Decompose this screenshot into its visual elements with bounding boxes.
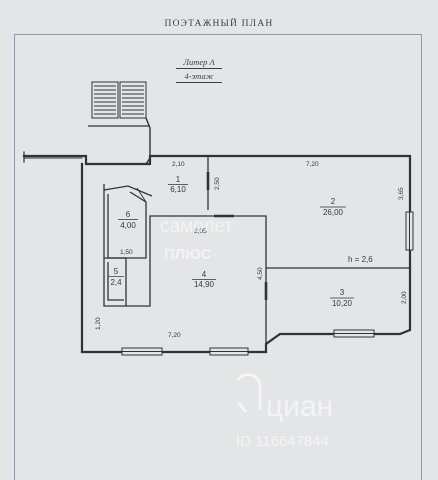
cian-listing-id: ID 116647844 [236, 433, 329, 450]
dim-room4-right: 4,50 [257, 267, 264, 280]
room-6-area: 4,00 [120, 221, 136, 230]
room-4-area: 14,90 [194, 280, 215, 289]
dim-bottom: 7,20 [168, 332, 181, 339]
dimension-labels: 2,10 7,20 3,05 1,50 7,20 2,50 3,65 4,50 … [95, 161, 408, 339]
room-1-number: 1 [176, 175, 181, 184]
room-labels: 1 6,10 2 26,00 3 10,20 4 14,90 5 2,4 6 4… [108, 175, 354, 308]
cian-watermark: циан ID 116647844 [236, 373, 333, 450]
dim-room3-right: 2,00 [401, 291, 408, 304]
samolet-brand-sub: ПЛЮС [164, 246, 212, 263]
drawing-frame [14, 34, 422, 480]
windows [121, 211, 414, 356]
dim-corridor-right: 2,50 [214, 177, 221, 190]
room-5-number: 5 [114, 267, 119, 276]
liter-label: Литер А [183, 57, 215, 67]
room-2-area: 26,00 [323, 208, 344, 217]
exterior-walls [22, 151, 412, 354]
room-3-area: 10,20 [332, 299, 353, 308]
interior-walls [103, 156, 410, 352]
cian-brand: циан [266, 390, 333, 423]
samolet-brand: самолет [160, 216, 233, 237]
room-4-number: 4 [202, 270, 207, 279]
dim-left-bottom: 1,20 [95, 317, 102, 330]
cian-logo-icon [236, 373, 262, 413]
room-6-number: 6 [126, 210, 131, 219]
room-2-number: 2 [331, 197, 336, 206]
dim-inner-top: 3,05 [194, 228, 207, 235]
dim-corridor-top: 2,10 [172, 161, 185, 168]
room-1-area: 6,10 [170, 185, 186, 194]
dim-room2-top: 7,20 [306, 161, 319, 168]
plan-title: ПОЭТАЖНЫЙ ПЛАН [164, 19, 274, 29]
floor-label: 4-этаж [184, 71, 214, 81]
samolet-watermark: самолет ПЛЮС [160, 216, 233, 263]
floor-underline [176, 82, 222, 83]
liter-underline [176, 68, 222, 69]
dim-room6-bottom: 1,50 [120, 249, 133, 256]
room-5-area: 2,4 [110, 278, 122, 287]
dim-room2-right: 3,65 [398, 187, 405, 200]
stairs [88, 81, 151, 165]
room-3-number: 3 [340, 288, 345, 297]
ceiling-height: h = 2,6 [348, 255, 373, 264]
